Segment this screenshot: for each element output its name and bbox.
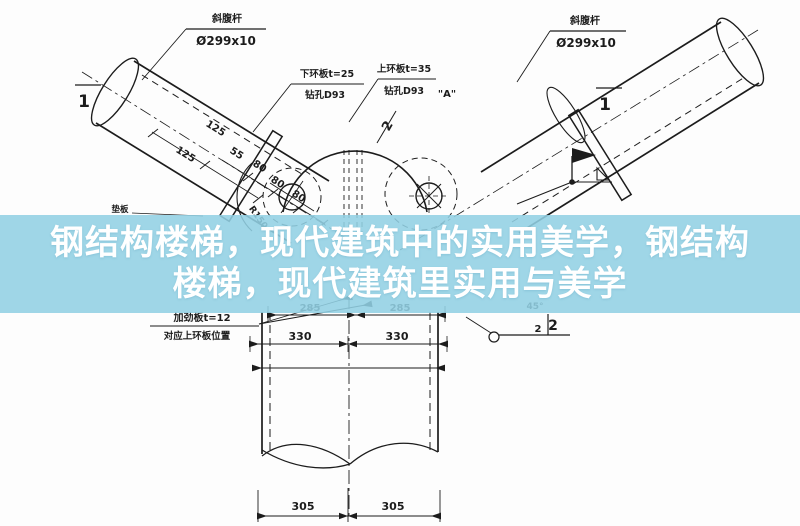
field-weld-flag-icon [516,148,612,205]
left-brace-spec: Ø299x10 [196,34,256,48]
banner-title-line1: 钢结构楼梯，现代建筑中的实用美学，钢结构 [50,223,750,263]
dim-125-a: 125 [204,119,228,139]
right-brace-callout: 斜腹杆 Ø299x10 [516,14,626,83]
lower-ring-hole: 钻孔D93 [305,89,345,101]
left-brace-callout: 斜腹杆 Ø299x10 [141,12,266,81]
dim-row-305: 305 305 [257,488,441,522]
left-brace-dim-labels: 125 125 55 80 80 80 [174,119,308,206]
stiffener-note: 对应上环板位置 [164,330,231,342]
stiffener-label: 加劲板t=12 [172,311,230,324]
weld-size-left: 2 [535,324,542,335]
right-brace-spec: Ø299x10 [556,36,616,50]
pad-plate-label: 垫板 [111,204,129,215]
lower-ring-plate-callout: 下环板t=25 钻孔D93 [252,68,364,133]
dim-125-b: 125 [174,145,198,165]
upper-ring-hole: 钻孔D93 [384,85,424,97]
section-1-right: 1 [599,95,611,115]
dim-row-330: 330 330 [249,330,448,372]
upper-ring-label: 上环板t=35 [377,63,431,75]
title-banner: 钢结构楼梯，现代建筑中的实用美学，钢结构 楼梯，现代建筑里实用与美学 [0,215,800,313]
upper-ring-suffix: "A" [438,89,456,100]
weld-size-right: 2 [548,318,558,334]
lower-ring-label: 下环板t=25 [300,68,354,80]
dim-305-right: 305 [382,500,405,513]
left-brace-name: 斜腹杆 [211,12,242,25]
dim-330-left: 330 [289,330,312,343]
section-mark-left: 1 [75,84,101,112]
joint-gusset [236,110,458,232]
banner-title-line2: 楼梯，现代建筑里实用与美学 [172,264,628,304]
right-brace-pipe [399,17,765,251]
lower-column-pipe [261,295,439,520]
section-mark-2: 2 [379,119,397,134]
dim-305-left: 305 [292,500,315,513]
section-mark-right: 1 [596,87,622,115]
right-brace-name: 斜腹杆 [569,14,600,27]
dim-55: 55 [228,146,246,163]
dim-330-right: 330 [386,330,409,343]
upper-ring-plate-callout: 上环板t=35 钻孔D93 "A" [348,63,456,123]
section-1-left: 1 [78,92,90,112]
